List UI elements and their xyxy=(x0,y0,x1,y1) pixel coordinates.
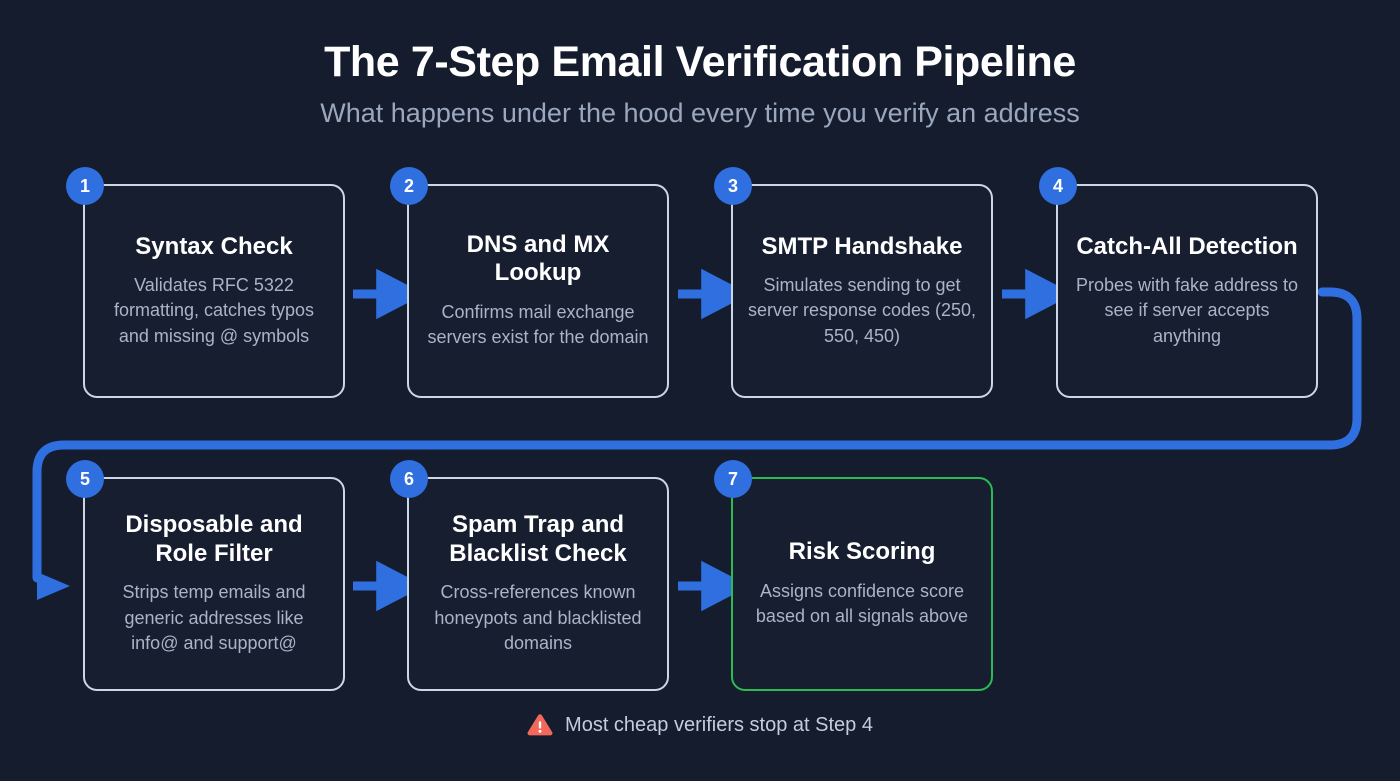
step-title-4: Catch-All Detection xyxy=(1076,232,1298,260)
step-title-1: Syntax Check xyxy=(135,232,293,260)
page-title: The 7-Step Email Verification Pipeline xyxy=(324,38,1076,86)
step-number-badge-1: 1 xyxy=(66,167,104,205)
step-title-2: DNS and MX Lookup xyxy=(466,231,610,287)
step-description-3: Simulates sending to get server response… xyxy=(747,274,977,346)
step-card-4[interactable]: 4 Catch-All Detection Probes with fake a… xyxy=(1039,167,1318,398)
step-number-badge-2: 2 xyxy=(390,167,428,205)
step-number-badge-3: 3 xyxy=(714,167,752,205)
footer-note-text: Most cheap verifiers stop at Step 4 xyxy=(565,714,873,736)
step-description-6: Cross-references known honeypots and bla… xyxy=(434,581,642,654)
step-title-3: SMTP Handshake xyxy=(761,232,963,260)
step-title-6: Spam Trap and Blacklist Check xyxy=(449,511,627,567)
step-description-2: Confirms mail exchange servers exist for… xyxy=(427,301,649,348)
step-description-1: Validates RFC 5322 formatting, catches t… xyxy=(113,274,315,346)
step-title-5: Disposable and Role Filter xyxy=(125,511,303,567)
step-title-7: Risk Scoring xyxy=(788,538,936,566)
step-description-5: Strips temp emails and generic addresses… xyxy=(122,581,306,654)
step-number-badge-4: 4 xyxy=(1039,167,1077,205)
step-card-7[interactable]: 7 Risk Scoring Assigns confidence score … xyxy=(714,460,993,691)
step-card-6[interactable]: 6 Spam Trap and Blacklist Check Cross-re… xyxy=(390,460,669,691)
header: The 7-Step Email Verification Pipeline W… xyxy=(0,38,1400,129)
step-card-1[interactable]: 1 Syntax Check Validates RFC 5322 format… xyxy=(66,167,345,398)
step-card-5[interactable]: 5 Disposable and Role Filter Strips temp… xyxy=(66,460,345,691)
page-subtitle: What happens under the hood every time y… xyxy=(320,98,1080,129)
wrap-arrowhead xyxy=(37,556,70,600)
step-number-badge-7: 7 xyxy=(714,460,752,498)
step-card-2[interactable]: 2 DNS and MX Lookup Confirms mail exchan… xyxy=(390,167,669,398)
step-number-badge-5: 5 xyxy=(66,460,104,498)
step-description-7: Assigns confidence score based on all si… xyxy=(755,580,969,627)
warning-triangle-icon xyxy=(527,713,553,737)
footer-note: Most cheap verifiers stop at Step 4 xyxy=(0,713,1400,737)
step-card-3[interactable]: 3 SMTP Handshake Simulates sending to ge… xyxy=(714,167,993,398)
step-number-badge-6: 6 xyxy=(390,460,428,498)
step-description-4: Probes with fake address to see if serve… xyxy=(1075,274,1299,346)
